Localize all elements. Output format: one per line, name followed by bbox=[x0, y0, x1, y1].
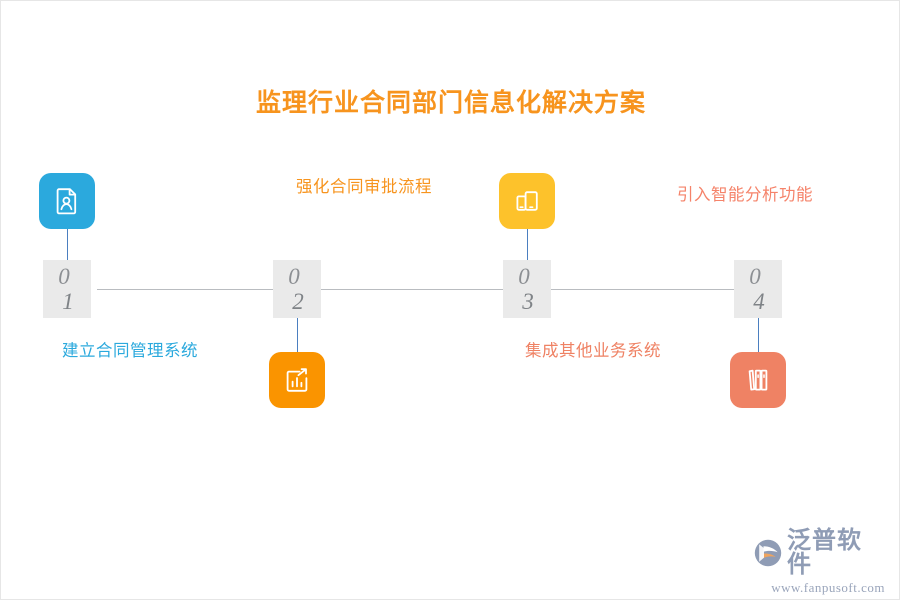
step-connector-2 bbox=[297, 318, 298, 352]
fanpu-logo-icon bbox=[753, 538, 783, 568]
step-number-marker-2: 0 2 bbox=[273, 260, 321, 318]
step-label-3: 集成其他业务系统 bbox=[525, 342, 661, 360]
step-label-4: 引入智能分析功能 bbox=[677, 186, 813, 204]
step-number-marker-1: 0 1 bbox=[43, 260, 91, 318]
step-number-bottom-1: 1 bbox=[62, 289, 74, 314]
step-number-marker-4: 0 4 bbox=[734, 260, 782, 318]
step-connector-4 bbox=[758, 318, 759, 352]
watermark-logo: 泛普软件 www.fanpusoft.com bbox=[753, 529, 885, 595]
step-number-bottom-2: 2 bbox=[292, 289, 304, 314]
step-label-1: 建立合同管理系统 bbox=[62, 342, 198, 360]
books-icon[interactable] bbox=[730, 352, 786, 408]
step-number-top-1: 0 bbox=[58, 264, 70, 289]
step-number-marker-3: 0 3 bbox=[503, 260, 551, 318]
step-number-top-3: 0 bbox=[518, 264, 530, 289]
document-person-icon[interactable] bbox=[39, 173, 95, 229]
step-number-bottom-3: 3 bbox=[522, 289, 534, 314]
devices-icon[interactable] bbox=[499, 173, 555, 229]
step-connector-3 bbox=[527, 229, 528, 260]
step-number-top-4: 0 bbox=[749, 264, 761, 289]
watermark-brand: 泛普软件 bbox=[787, 527, 862, 578]
watermark-row: 泛普软件 bbox=[753, 529, 885, 577]
bar-chart-growth-icon[interactable] bbox=[269, 352, 325, 408]
watermark-url: www.fanpusoft.com bbox=[771, 580, 885, 595]
timeline-axis bbox=[97, 289, 737, 290]
step-connector-1 bbox=[67, 229, 68, 260]
step-label-2: 强化合同审批流程 bbox=[296, 178, 432, 196]
step-number-bottom-4: 4 bbox=[753, 289, 765, 314]
page-title: 监理行业合同部门信息化解决方案 bbox=[255, 89, 646, 117]
step-number-top-2: 0 bbox=[288, 264, 300, 289]
